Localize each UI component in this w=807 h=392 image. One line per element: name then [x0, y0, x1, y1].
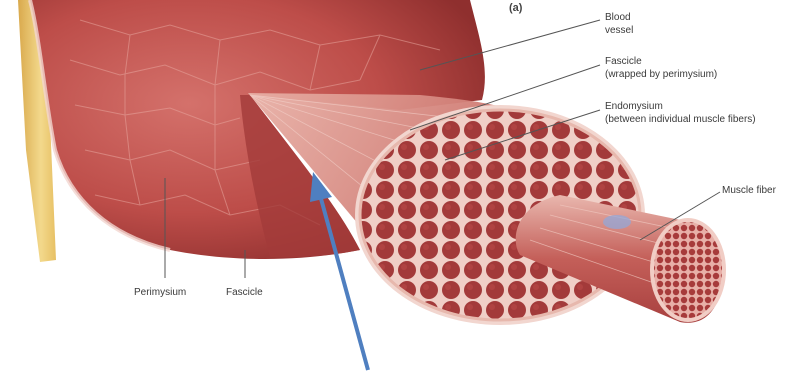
- blood-vessel-label: Blood vessel: [605, 11, 633, 37]
- panel-letter: (a): [509, 2, 522, 14]
- endomysium-label: Endomysium (between individual muscle fi…: [605, 100, 756, 126]
- fascicle-right-label: Fascicle (wrapped by perimysium): [605, 55, 717, 81]
- muscle-fiber-label: Muscle fiber: [722, 184, 776, 197]
- perimysium-label: Perimysium: [134, 286, 186, 299]
- fascicle-bottom-label: Fascicle: [226, 286, 263, 299]
